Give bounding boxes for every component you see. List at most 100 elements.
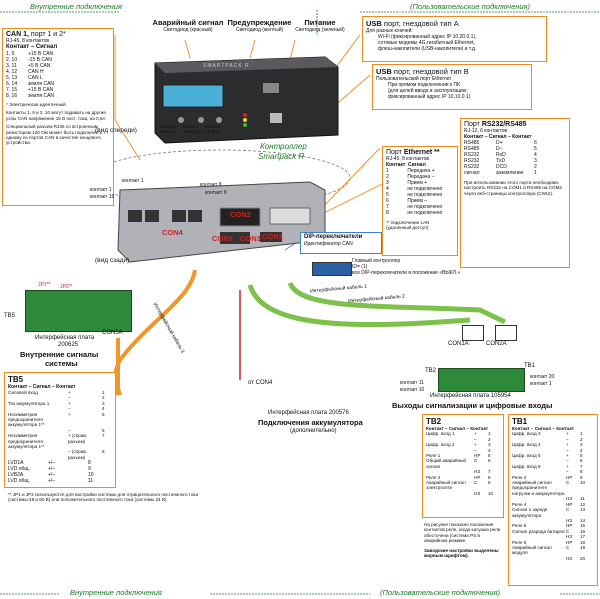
can-row: 1, 9+15 В CAN [6,51,110,57]
power-led-sub: Светодиод (зеленый) [295,27,345,33]
rs-row-cell: RS485 [464,146,480,152]
tb5-row2-cell: 9 [88,466,91,473]
controller-model-label: SMARTPACK R [203,63,250,69]
tb5-row-cell: 6 [102,427,105,433]
tb2-row-cell: 6 [488,458,491,464]
front-view-label: (вид спереди) [95,127,137,134]
rs-row: RS485 D– 5 [464,146,566,152]
tb1-row-cell: НР [566,523,573,529]
tb1-row-cell: 5 [580,453,583,459]
rs-sub: RJ-12, 6 контактов [464,128,508,134]
k10-label: контакт 10 [400,387,425,393]
tb2-row-cell: 8 [488,474,491,480]
tb1-row-cell: НР [566,474,573,480]
tb2-row: –4 [426,448,500,453]
rs-row-cell: 5 [534,146,537,152]
k1-label: контакт 1 [530,381,552,387]
tb1-row-cell: С [566,528,570,534]
tb1-row-cell: С [566,480,570,486]
tb1-row-cell: 17 [580,534,586,540]
can-row-cell: 2, 10 [6,57,18,63]
usb-b-title-2: порт, гнездовой тип В [391,67,469,76]
can-row-cell: +15 В CAN [28,87,54,93]
tb5-box: TB5 Контакт – Сигнал – Контакт Силовой в… [4,372,116,488]
tb5-row-cell: Несимметрия предохранителя аккумулятора … [8,433,45,450]
eth-note: ** подключение LAN (удаленный доступ) [386,220,430,231]
tb5-row-cell: – [68,406,71,412]
tb1-row: –4 [512,448,594,453]
tb2-note: На рисунке показано положение контактов … [424,522,501,544]
eth-row-cell: Прием – [407,198,427,204]
can-row-cell: 6, 14 [6,81,18,87]
warning-led-label: Предупреждение Светодиод (желтый) [222,18,297,33]
tb1-row: Аварийный сигнал предохранителя нагрузки… [512,480,594,496]
tb1-row-cell: Сигнал о заряде аккумулятора [512,507,548,518]
button-enter-label: Кнопка «Enter» [205,124,222,135]
back-view-label: (вид сзади) [95,257,130,264]
user-connections-header-top: (Пользовательские подключения) [410,2,531,11]
tb5-row: Силовой вход+1 [8,390,112,395]
can-row-cell: 7, 15 [6,87,18,93]
tb2-row-cell: 10 [488,490,494,496]
jp2-label: JP2** [60,284,73,290]
interface-board-105954 [438,368,525,392]
tb2-row-cell: 1 [488,431,491,437]
can-row-cell: земля CAN [28,81,55,87]
tb5-row-cell: 4 [102,406,105,412]
from-con4-label: от CON4 [248,380,273,386]
tb1-row-cell: 19 [580,544,586,550]
rs-row-cell: D– [496,146,503,152]
tb5-row: Ток аккумулятора 1+3 [8,401,112,406]
tb1-row-cell: 6 [580,458,583,464]
eth-row-cell: Передача + [407,168,435,174]
tb1-row: Цифр. вход 5+5 [512,453,594,458]
dip-switch-box: DIP-переключатели Идентификатор CAN [300,232,382,254]
tb2-row-cell [426,491,474,496]
dip-title: DIP-переключатели [304,234,363,240]
tb2-row-cell: Общий аварийный сигнал [426,458,466,469]
rs-row-cell: сигнал [464,170,480,176]
board2-title: Подключения аккумулятора [258,418,363,427]
can-row-cell: земля CAN [28,93,55,99]
rs-header: Контакт – Сигнал – Контакт [464,134,532,140]
rs-row-cell: RS232 [464,152,480,158]
tb2-header: Контакт – Сигнал – Контакт [426,426,488,431]
can-header: Контакт – Сигнал [6,44,58,50]
tb5-row-cell: Силовой вход [8,390,38,395]
tb1-row: –6 [512,458,594,463]
tb2-row-cell: НР [474,453,481,459]
tb5-row-cell [8,449,68,460]
eth-sub: RJ-45, 8 контактов [386,156,430,162]
tb5-row-cell: Несимметрия предохранителя аккумулятора … [8,411,45,428]
usb-a-line1: Для разных ключей: [366,28,413,34]
tb1-row-cell [512,556,566,561]
eth-row-cell: 3 [386,180,389,186]
tb5-row-cell: – [68,395,71,401]
can-note-3: Специальный разъем RJ45 со встроенным ре… [6,124,102,146]
can-row-cell: 3, 11 [6,63,17,69]
tb1-row-cell: 3 [580,442,583,448]
tb5-row2: LVD общ.+/–9 [8,466,112,472]
tb1-row-cell: + [566,463,569,469]
tb5-row: – (справ. разъем)8 [8,449,112,460]
usb-a-line3: сотовые модемы 4G,гигабитный Ethernet, [378,40,475,46]
controller-front-drawing [154,56,339,144]
rs-title-2: RS232/RS485 [481,121,527,128]
eth-row-cell: 1 [386,168,389,174]
tb2-row-cell: НЗ [474,490,481,496]
eth-title: Порт [386,149,402,156]
tb1-row-cell: Цифр. вход 3 [512,431,541,437]
eth-row-cell: 5 [386,192,389,198]
tb5-row2-cell: +/– [48,460,56,467]
tb1-row-cell: 18 [580,539,586,545]
tb5-row2: LVD общ.+/–11 [8,478,112,484]
